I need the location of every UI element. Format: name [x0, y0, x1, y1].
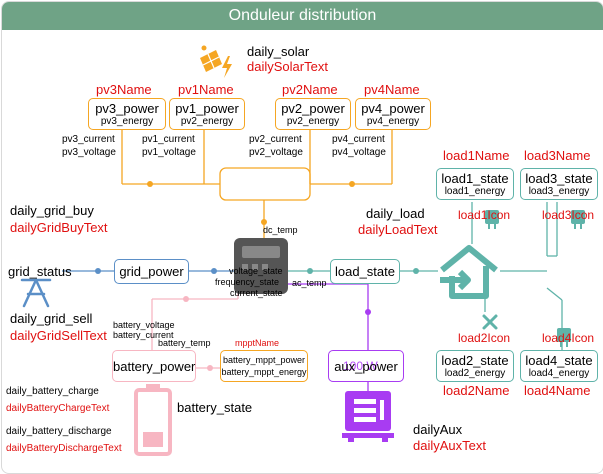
- daily-aux-label: dailyAux: [413, 422, 463, 437]
- load2-icon: [480, 312, 500, 332]
- daily-grid-buy-label: daily_grid_buy: [10, 203, 94, 218]
- daily-battery-discharge-label: daily_battery_discharge: [6, 426, 112, 437]
- solar-lines: [121, 114, 393, 238]
- load3-energy: load3_energy: [528, 186, 590, 197]
- load2-state: load2_state: [441, 353, 509, 368]
- pv3-voltage: pv3_voltage: [62, 147, 116, 158]
- mppt-name: mpptName: [235, 338, 280, 348]
- pv1-voltage: pv1_voltage: [142, 147, 196, 158]
- home-import-icon[interactable]: [438, 244, 500, 300]
- load3-state: load3_state: [525, 171, 593, 186]
- daily-aux-value: dailyAuxText: [413, 438, 486, 453]
- grid-power-box[interactable]: grid_power: [114, 259, 189, 284]
- load3-name: load3Name: [524, 148, 591, 163]
- battery-power: battery_power: [113, 359, 196, 374]
- mppt-power: battery_mppt_power: [222, 355, 306, 365]
- load3-icon: [568, 206, 588, 230]
- battery-temp: battery_temp: [158, 338, 211, 348]
- pv2-name: pv2Name: [282, 82, 338, 97]
- load4-state: load4_state: [525, 353, 593, 368]
- battery-power-box[interactable]: battery_power: [112, 350, 196, 382]
- pv4-box[interactable]: pv4_power pv4_energy: [355, 98, 431, 130]
- load-state: load_state: [335, 264, 395, 279]
- pv4-power: pv4_power: [361, 101, 425, 116]
- pv4-voltage: pv4_voltage: [332, 147, 386, 158]
- pv4-name: pv4Name: [364, 82, 420, 97]
- aux-power-overlay: 100 W: [343, 359, 378, 373]
- load1-state: load1_state: [441, 171, 509, 186]
- load1-box[interactable]: load1_state load1_energy: [436, 168, 514, 200]
- flow-dots: [95, 181, 419, 371]
- load4-icon-label: load4Icon: [542, 331, 595, 345]
- dc-temp: dc_temp: [263, 225, 298, 235]
- load3-box[interactable]: load3_state load3_energy: [520, 168, 598, 200]
- load4-box[interactable]: load4_state load4_energy: [520, 350, 598, 382]
- load2-box[interactable]: load2_state load2_energy: [436, 350, 514, 382]
- daily-load-value: dailyLoadText: [358, 222, 438, 237]
- load1-name: load1Name: [443, 148, 510, 163]
- pv1-box[interactable]: pv1_power pv2_energy: [169, 98, 245, 130]
- load4-energy: load4_energy: [528, 368, 590, 379]
- generator-icon[interactable]: [342, 388, 394, 442]
- pv2-power: pv2_power: [281, 101, 345, 116]
- daily-load-label: daily_load: [366, 206, 425, 221]
- mppt-box[interactable]: battery_mppt_power battery_mppt_energy: [220, 350, 308, 382]
- pv1-current: pv1_current: [142, 134, 195, 145]
- daily-battery-discharge-value: dailyBatteryDischargeText: [6, 443, 122, 454]
- battery-current: battery_current: [113, 330, 174, 340]
- pv2-voltage: pv2_voltage: [249, 147, 303, 158]
- pv3-box[interactable]: pv3_power pv3_energy: [88, 98, 166, 130]
- solar-panel-icon: [198, 44, 236, 80]
- load1-icon: [482, 206, 502, 230]
- transmission-tower-icon[interactable]: [18, 278, 54, 308]
- inverter-icon[interactable]: [234, 238, 288, 296]
- load3-icon-label: load3Icon: [542, 208, 595, 222]
- load2-energy: load2_energy: [444, 368, 506, 379]
- card-title: Onduleur distribution: [2, 2, 603, 30]
- daily-solar-label: daily_solar: [247, 44, 310, 59]
- pv1-name: pv1Name: [178, 82, 234, 97]
- grid-power: grid_power: [119, 264, 184, 279]
- pv3-power: pv3_power: [95, 101, 159, 116]
- load2-icon-label: load2Icon: [458, 331, 511, 345]
- load4-icon: [554, 324, 574, 348]
- load4-name: load4Name: [524, 383, 591, 398]
- pv2-box[interactable]: pv2_power pv2_energy: [275, 98, 351, 130]
- load1-energy: load1_energy: [444, 186, 506, 197]
- ac-temp: ac_temp: [292, 278, 327, 288]
- aux-lines: [288, 283, 369, 392]
- daily-grid-sell-value: dailyGridSellText: [10, 328, 107, 343]
- pv3-name: pv3Name: [96, 82, 152, 97]
- aux-power: aux_power: [334, 359, 398, 374]
- mppt-energy: battery_mppt_energy: [221, 367, 307, 377]
- daily-battery-charge-value: dailyBatteryChargeText: [6, 403, 110, 414]
- pv2-current: pv2_current: [249, 134, 302, 145]
- current-state: current_state: [230, 288, 283, 298]
- pv4-current: pv4_current: [332, 134, 385, 145]
- battery-low-icon[interactable]: [134, 384, 172, 456]
- frequency-state: frequency_state: [215, 277, 280, 287]
- pv3-current: pv3_current: [62, 134, 115, 145]
- daily-battery-charge-label: daily_battery_charge: [6, 386, 99, 397]
- pv1-energy: pv2_energy: [180, 116, 234, 127]
- voltage-state: voltage_state: [229, 266, 283, 276]
- daily-solar-value: dailySolarText: [247, 59, 328, 74]
- grid-status: grid_status: [8, 264, 72, 279]
- daily-grid-buy-value: dailyGridBuyText: [10, 220, 108, 235]
- load2-name: load2Name: [443, 383, 510, 398]
- battery-state: battery_state: [177, 400, 253, 415]
- daily-grid-sell-label: daily_grid_sell: [10, 311, 93, 326]
- aux-power-box[interactable]: 100 W aux_power: [328, 350, 404, 382]
- pv3-energy: pv3_energy: [100, 116, 154, 127]
- load-state-box[interactable]: load_state: [330, 259, 400, 284]
- pv4-energy: pv4_energy: [366, 116, 420, 127]
- pv1-power: pv1_power: [175, 101, 239, 116]
- load1-icon-label: load1Icon: [458, 208, 511, 222]
- pv2-energy: pv2_energy: [286, 116, 340, 127]
- battery-voltage: battery_voltage: [113, 320, 175, 330]
